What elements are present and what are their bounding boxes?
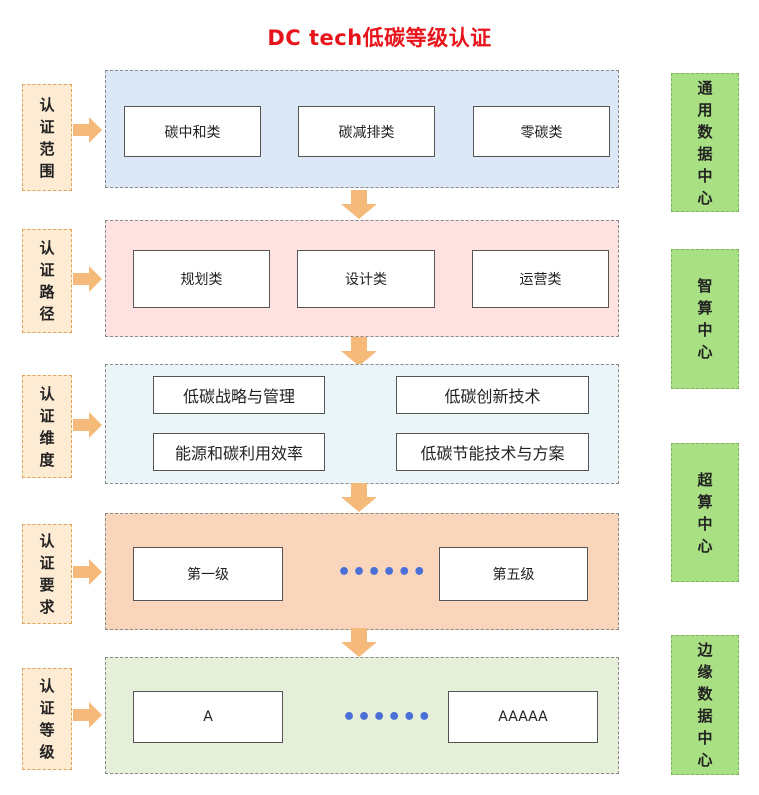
requirement-panel: 第一级 •••••• 第五级: [105, 513, 619, 630]
grade-panel: A •••••• AAAAA: [105, 657, 619, 774]
side-general-datacenter-text: 通用数据中心: [697, 78, 713, 207]
ellipsis-dots: ••••••: [337, 560, 428, 585]
right-arrow-icon: [73, 559, 102, 585]
dimension-item-innovation: 低碳创新技术: [396, 376, 589, 414]
label-grade-text: 认证等级: [39, 677, 55, 761]
label-dimension: 认证维度: [22, 375, 72, 478]
label-requirement-text: 认证要求: [39, 532, 55, 616]
label-path-text: 认证路径: [39, 239, 55, 323]
scope-item-carbon-reduction: 碳减排类: [298, 106, 435, 157]
side-edge-datacenter: 边缘数据中心: [671, 635, 739, 775]
path-item-design: 设计类: [297, 250, 435, 308]
side-supercomputing-text: 超算中心: [697, 470, 713, 555]
dimension-panel: 低碳战略与管理 低碳创新技术 能源和碳利用效率 低碳节能技术与方案: [105, 364, 619, 484]
label-grade: 认证等级: [22, 668, 72, 770]
dimension-item-strategy: 低碳战略与管理: [153, 376, 325, 414]
side-intelligent-computing-text: 智算中心: [697, 277, 713, 361]
down-arrow-icon: [341, 483, 377, 512]
dimension-item-efficiency: 能源和碳利用效率: [153, 433, 325, 471]
right-arrow-icon: [73, 266, 102, 292]
label-scope-text: 认证范围: [39, 95, 55, 180]
path-item-operation: 运营类: [472, 250, 609, 308]
grade-item-a: A: [133, 691, 283, 743]
side-intelligent-computing: 智算中心: [671, 249, 739, 389]
down-arrow-icon: [341, 337, 377, 366]
right-arrow-icon: [73, 117, 102, 143]
grade-item-aaaaa: AAAAA: [448, 691, 598, 743]
label-dimension-text: 认证维度: [39, 384, 55, 469]
requirement-item-level-one: 第一级: [133, 547, 283, 601]
diagram-title: DC tech低碳等级认证: [267, 26, 492, 50]
right-arrow-icon: [73, 412, 102, 438]
requirement-item-level-five: 第五级: [439, 547, 588, 601]
path-panel: 规划类 设计类 运营类: [105, 220, 619, 337]
scope-panel: 碳中和类 碳减排类 零碳类: [105, 70, 619, 188]
path-item-planning: 规划类: [133, 250, 270, 308]
side-supercomputing: 超算中心: [671, 443, 739, 582]
side-edge-datacenter-text: 边缘数据中心: [697, 641, 713, 769]
label-scope: 认证范围: [22, 84, 72, 191]
ellipsis-dots: ••••••: [342, 705, 433, 730]
label-requirement: 认证要求: [22, 524, 72, 624]
label-path: 认证路径: [22, 229, 72, 333]
down-arrow-icon: [341, 190, 377, 219]
scope-item-carbon-neutral: 碳中和类: [124, 106, 261, 157]
right-arrow-icon: [73, 702, 102, 728]
down-arrow-icon: [341, 628, 377, 657]
dimension-item-energy-saving: 低碳节能技术与方案: [396, 433, 589, 471]
side-general-datacenter: 通用数据中心: [671, 73, 739, 212]
scope-item-zero-carbon: 零碳类: [473, 106, 610, 157]
